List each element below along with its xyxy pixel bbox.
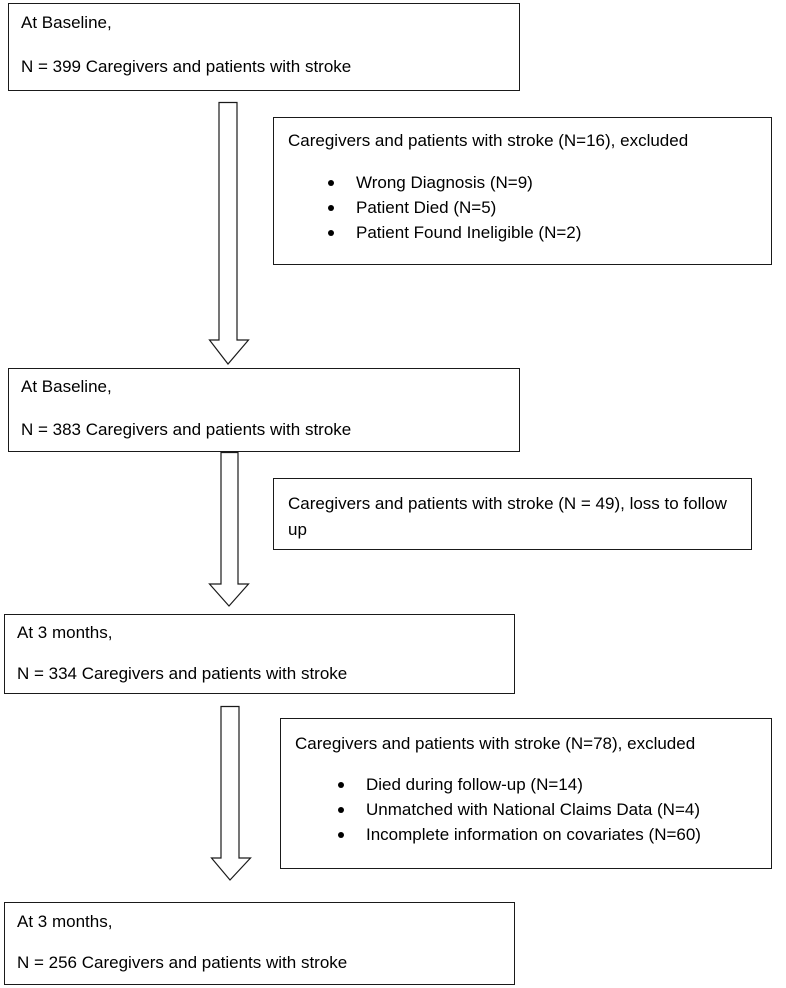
box-label: At 3 months, bbox=[17, 623, 113, 642]
box-label: At Baseline, bbox=[21, 13, 112, 32]
box-count: N = 256 Caregivers and patients with str… bbox=[17, 953, 348, 972]
exclusion-heading: Caregivers and patients with stroke (N=1… bbox=[288, 131, 689, 150]
exclusion-box-3: Caregivers and patients with stroke (N=7… bbox=[280, 718, 772, 869]
exclusion-list: Wrong Diagnosis (N=9) Patient Died (N=5)… bbox=[326, 172, 581, 247]
list-item-text: Wrong Diagnosis (N=9) bbox=[356, 173, 533, 192]
list-item-text: Died during follow-up (N=14) bbox=[366, 775, 583, 794]
bullet-icon bbox=[338, 807, 344, 813]
list-item: Died during follow-up (N=14) bbox=[336, 774, 701, 799]
exclusion-box-1: Caregivers and patients with stroke (N=1… bbox=[273, 117, 772, 265]
down-arrow-icon bbox=[208, 451, 250, 607]
list-item-text: Unmatched with National Claims Data (N=4… bbox=[366, 800, 700, 819]
list-item: Patient Found Ineligible (N=2) bbox=[326, 222, 581, 247]
list-item-text: Patient Died (N=5) bbox=[356, 198, 497, 217]
down-arrow-icon bbox=[208, 101, 250, 365]
list-item-text: Patient Found Ineligible (N=2) bbox=[356, 223, 582, 242]
box-count: N = 383 Caregivers and patients with str… bbox=[21, 420, 352, 439]
bullet-icon bbox=[338, 832, 344, 838]
list-item: Unmatched with National Claims Data (N=4… bbox=[336, 799, 701, 824]
flow-box-3months-334: At 3 months, N = 334 Caregivers and pati… bbox=[4, 614, 515, 694]
list-item: Patient Died (N=5) bbox=[326, 197, 581, 222]
box-count: N = 399 Caregivers and patients with str… bbox=[21, 57, 352, 76]
exclusion-heading: Caregivers and patients with stroke (N=7… bbox=[295, 734, 696, 753]
box-count: N = 334 Caregivers and patients with str… bbox=[17, 664, 348, 683]
exclusion-heading: Caregivers and patients with stroke (N =… bbox=[288, 494, 727, 539]
list-item-text: Incomplete information on covariates (N=… bbox=[366, 825, 701, 844]
flow-box-baseline-399: At Baseline, N = 399 Caregivers and pati… bbox=[8, 3, 520, 91]
flow-box-baseline-383: At Baseline, N = 383 Caregivers and pati… bbox=[8, 368, 520, 452]
exclusion-box-2: Caregivers and patients with stroke (N =… bbox=[273, 478, 752, 550]
bullet-icon bbox=[328, 230, 334, 236]
down-arrow-icon bbox=[210, 705, 252, 881]
exclusion-list: Died during follow-up (N=14) Unmatched w… bbox=[336, 774, 701, 849]
list-item: Wrong Diagnosis (N=9) bbox=[326, 172, 581, 197]
box-label: At 3 months, bbox=[17, 912, 113, 931]
flow-box-3months-256: At 3 months, N = 256 Caregivers and pati… bbox=[4, 902, 515, 985]
box-label: At Baseline, bbox=[21, 377, 112, 396]
bullet-icon bbox=[338, 782, 344, 788]
bullet-icon bbox=[328, 180, 334, 186]
bullet-icon bbox=[328, 205, 334, 211]
list-item: Incomplete information on covariates (N=… bbox=[336, 824, 701, 849]
